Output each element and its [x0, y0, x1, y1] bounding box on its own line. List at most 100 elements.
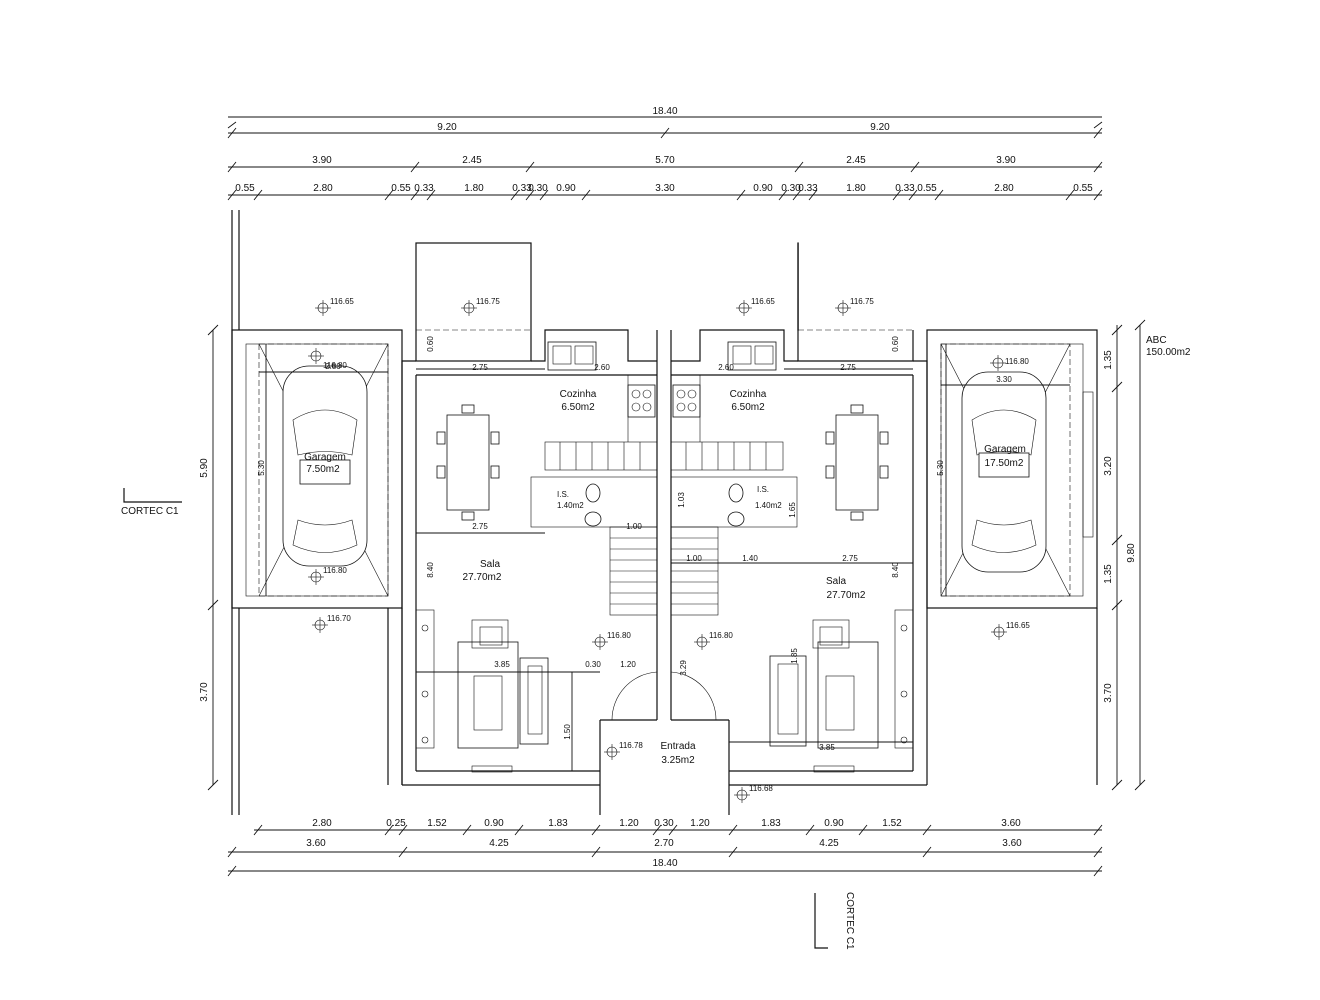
room-labels: Garagem 7.50m2 Garagem 17.50m2 Cozinha 6…	[304, 389, 1026, 766]
idim-r-185: 1.85	[790, 648, 799, 664]
dim-top-r4-8: 3.30	[655, 183, 675, 194]
dim-left-0: 5.90	[199, 458, 210, 478]
table-left-icon	[446, 414, 490, 511]
idim-k-left-060: 0.60	[426, 336, 435, 352]
level-marker-icon	[308, 348, 324, 364]
idim-g-left-280: 2.80	[325, 362, 341, 371]
car-left-icon	[258, 343, 389, 597]
walls	[231, 210, 1098, 815]
idim-l-120: 1.20	[620, 660, 636, 669]
toilet-right-icon	[728, 483, 744, 503]
room-area-garage-right: 17.50m2	[985, 458, 1024, 469]
level-l1: 116.65	[330, 297, 354, 306]
idim-k-right-060: 0.60	[891, 336, 900, 352]
top-dimensions: 18.40 9.20 9.20 3.90 2.45 5.70 2.45 3.90…	[227, 106, 1103, 201]
level-o2: 116.80	[607, 631, 631, 640]
room-area-living-right: 27.70m2	[827, 590, 866, 601]
sink-right-icon	[727, 341, 777, 371]
dim-top-r4-15: 2.80	[994, 183, 1014, 194]
idim-g-right-530: 5.30	[936, 460, 945, 476]
room-area-garage-left: 7.50m2	[306, 464, 340, 475]
room-area-kitchen-right: 6.50m2	[731, 402, 765, 413]
idim-g-right-330: 3.30	[996, 375, 1012, 384]
dim-top-r3-0: 3.90	[312, 155, 332, 166]
dim-bot-r2-2: 2.70	[654, 838, 674, 849]
car-right-icon	[940, 343, 1071, 597]
idim-r-385: 3.85	[819, 743, 835, 752]
room-area-wc-right: 1.40m2	[755, 501, 782, 510]
room-name-kitchen-left: Cozinha	[560, 389, 597, 400]
table-right-icon	[835, 414, 879, 511]
level-e2: 116.68	[749, 784, 773, 793]
dim-bot-r1-0: 2.80	[312, 818, 332, 829]
section-marker-bottom: CORTEC C1	[814, 892, 855, 950]
sink-left-icon	[547, 341, 597, 371]
idim-r-100: 1.00	[686, 554, 702, 563]
level-o1: 116.70	[327, 614, 351, 623]
idim-g-left-530: 5.30	[257, 460, 266, 476]
dim-top-r4-7: 0.90	[556, 183, 576, 194]
room-name-garage-right: Garagem	[984, 444, 1026, 455]
dim-right-0: 1.35	[1103, 350, 1114, 370]
dim-top-r4-9: 0.90	[753, 183, 773, 194]
level-marker-icon	[736, 300, 752, 316]
dim-top-r4-12: 1.80	[846, 183, 866, 194]
dim-half-left: 9.20	[437, 122, 457, 133]
idim-r-840: 8.40	[891, 562, 900, 578]
room-area-living-left: 27.70m2	[463, 572, 502, 583]
level-marker-icon	[734, 787, 750, 803]
dim-top-r4-2: 0.55	[391, 183, 411, 194]
dim-top-r4-11: 0.33	[798, 183, 818, 194]
dim-top-r4-5: 0.33	[512, 183, 532, 194]
dim-bot-r1-8: 1.83	[761, 818, 781, 829]
basin-right-icon	[727, 511, 745, 527]
dim-half-right: 9.20	[870, 122, 890, 133]
dining-left	[436, 404, 500, 521]
idim-l-150: 1.50	[563, 724, 572, 740]
dim-bot-r1-2: 1.52	[427, 818, 447, 829]
idim-l-030: 0.30	[585, 660, 601, 669]
dim-bot-r1-4: 1.83	[548, 818, 568, 829]
level-marker-icon	[835, 300, 851, 316]
section-label-left: CORTEC C1	[121, 506, 179, 517]
dim-bot-r1-11: 3.60	[1001, 818, 1021, 829]
dim-bot-r1-9: 0.90	[824, 818, 844, 829]
section-marker-left: CORTEC C1	[121, 488, 182, 517]
dim-top-r4-14: 0.55	[917, 183, 937, 194]
level-l2: 116.75	[476, 297, 500, 306]
room-name-kitchen-right: Cozinha	[730, 389, 767, 400]
dim-bot-r1-5: 1.20	[619, 818, 639, 829]
area-label-value: 150.00m2	[1146, 347, 1191, 358]
dim-bot-r1-1: 0.25	[386, 818, 406, 829]
idim-r-275: 2.75	[842, 554, 858, 563]
basin-left-icon	[584, 511, 602, 527]
inner-dimensions: 2.75 2.60 0.60 2.75 2.60 0.60 2.80 5.30 …	[257, 336, 1070, 771]
idim-r-140: 1.40	[742, 554, 758, 563]
dim-total-bottom: 18.40	[652, 858, 677, 869]
room-name-wc-right: I.S.	[757, 485, 769, 494]
idim-l-840: 8.40	[426, 562, 435, 578]
level-g3: 116.80	[323, 566, 347, 575]
entrance-doors	[611, 671, 717, 721]
level-marker-icon	[990, 355, 1006, 371]
level-marker-icon	[308, 569, 324, 585]
dim-right-3: 3.70	[1103, 683, 1114, 703]
dim-top-r4-4: 1.80	[464, 183, 484, 194]
level-marker-icon	[315, 300, 331, 316]
dim-bot-r1-10: 1.52	[882, 818, 902, 829]
stairs	[559, 442, 767, 605]
dim-bot-r1-7: 1.20	[690, 818, 710, 829]
level-e1: 116.78	[619, 741, 643, 750]
stove-right-icon	[672, 384, 701, 418]
dim-bot-r1-6: 0.30	[654, 818, 674, 829]
dim-top-r3-1: 2.45	[462, 155, 482, 166]
level-g1: 116.80	[323, 361, 347, 370]
room-name-entry: Entrada	[660, 741, 695, 752]
dim-total-top: 18.40	[652, 106, 677, 117]
idim-k-right-260: 2.60	[718, 363, 734, 372]
sofas-right	[769, 609, 914, 773]
idim-l-100: 1.00	[626, 522, 642, 531]
room-name-wc-left: I.S.	[557, 490, 569, 499]
dim-right-total: 9.80	[1126, 543, 1137, 563]
